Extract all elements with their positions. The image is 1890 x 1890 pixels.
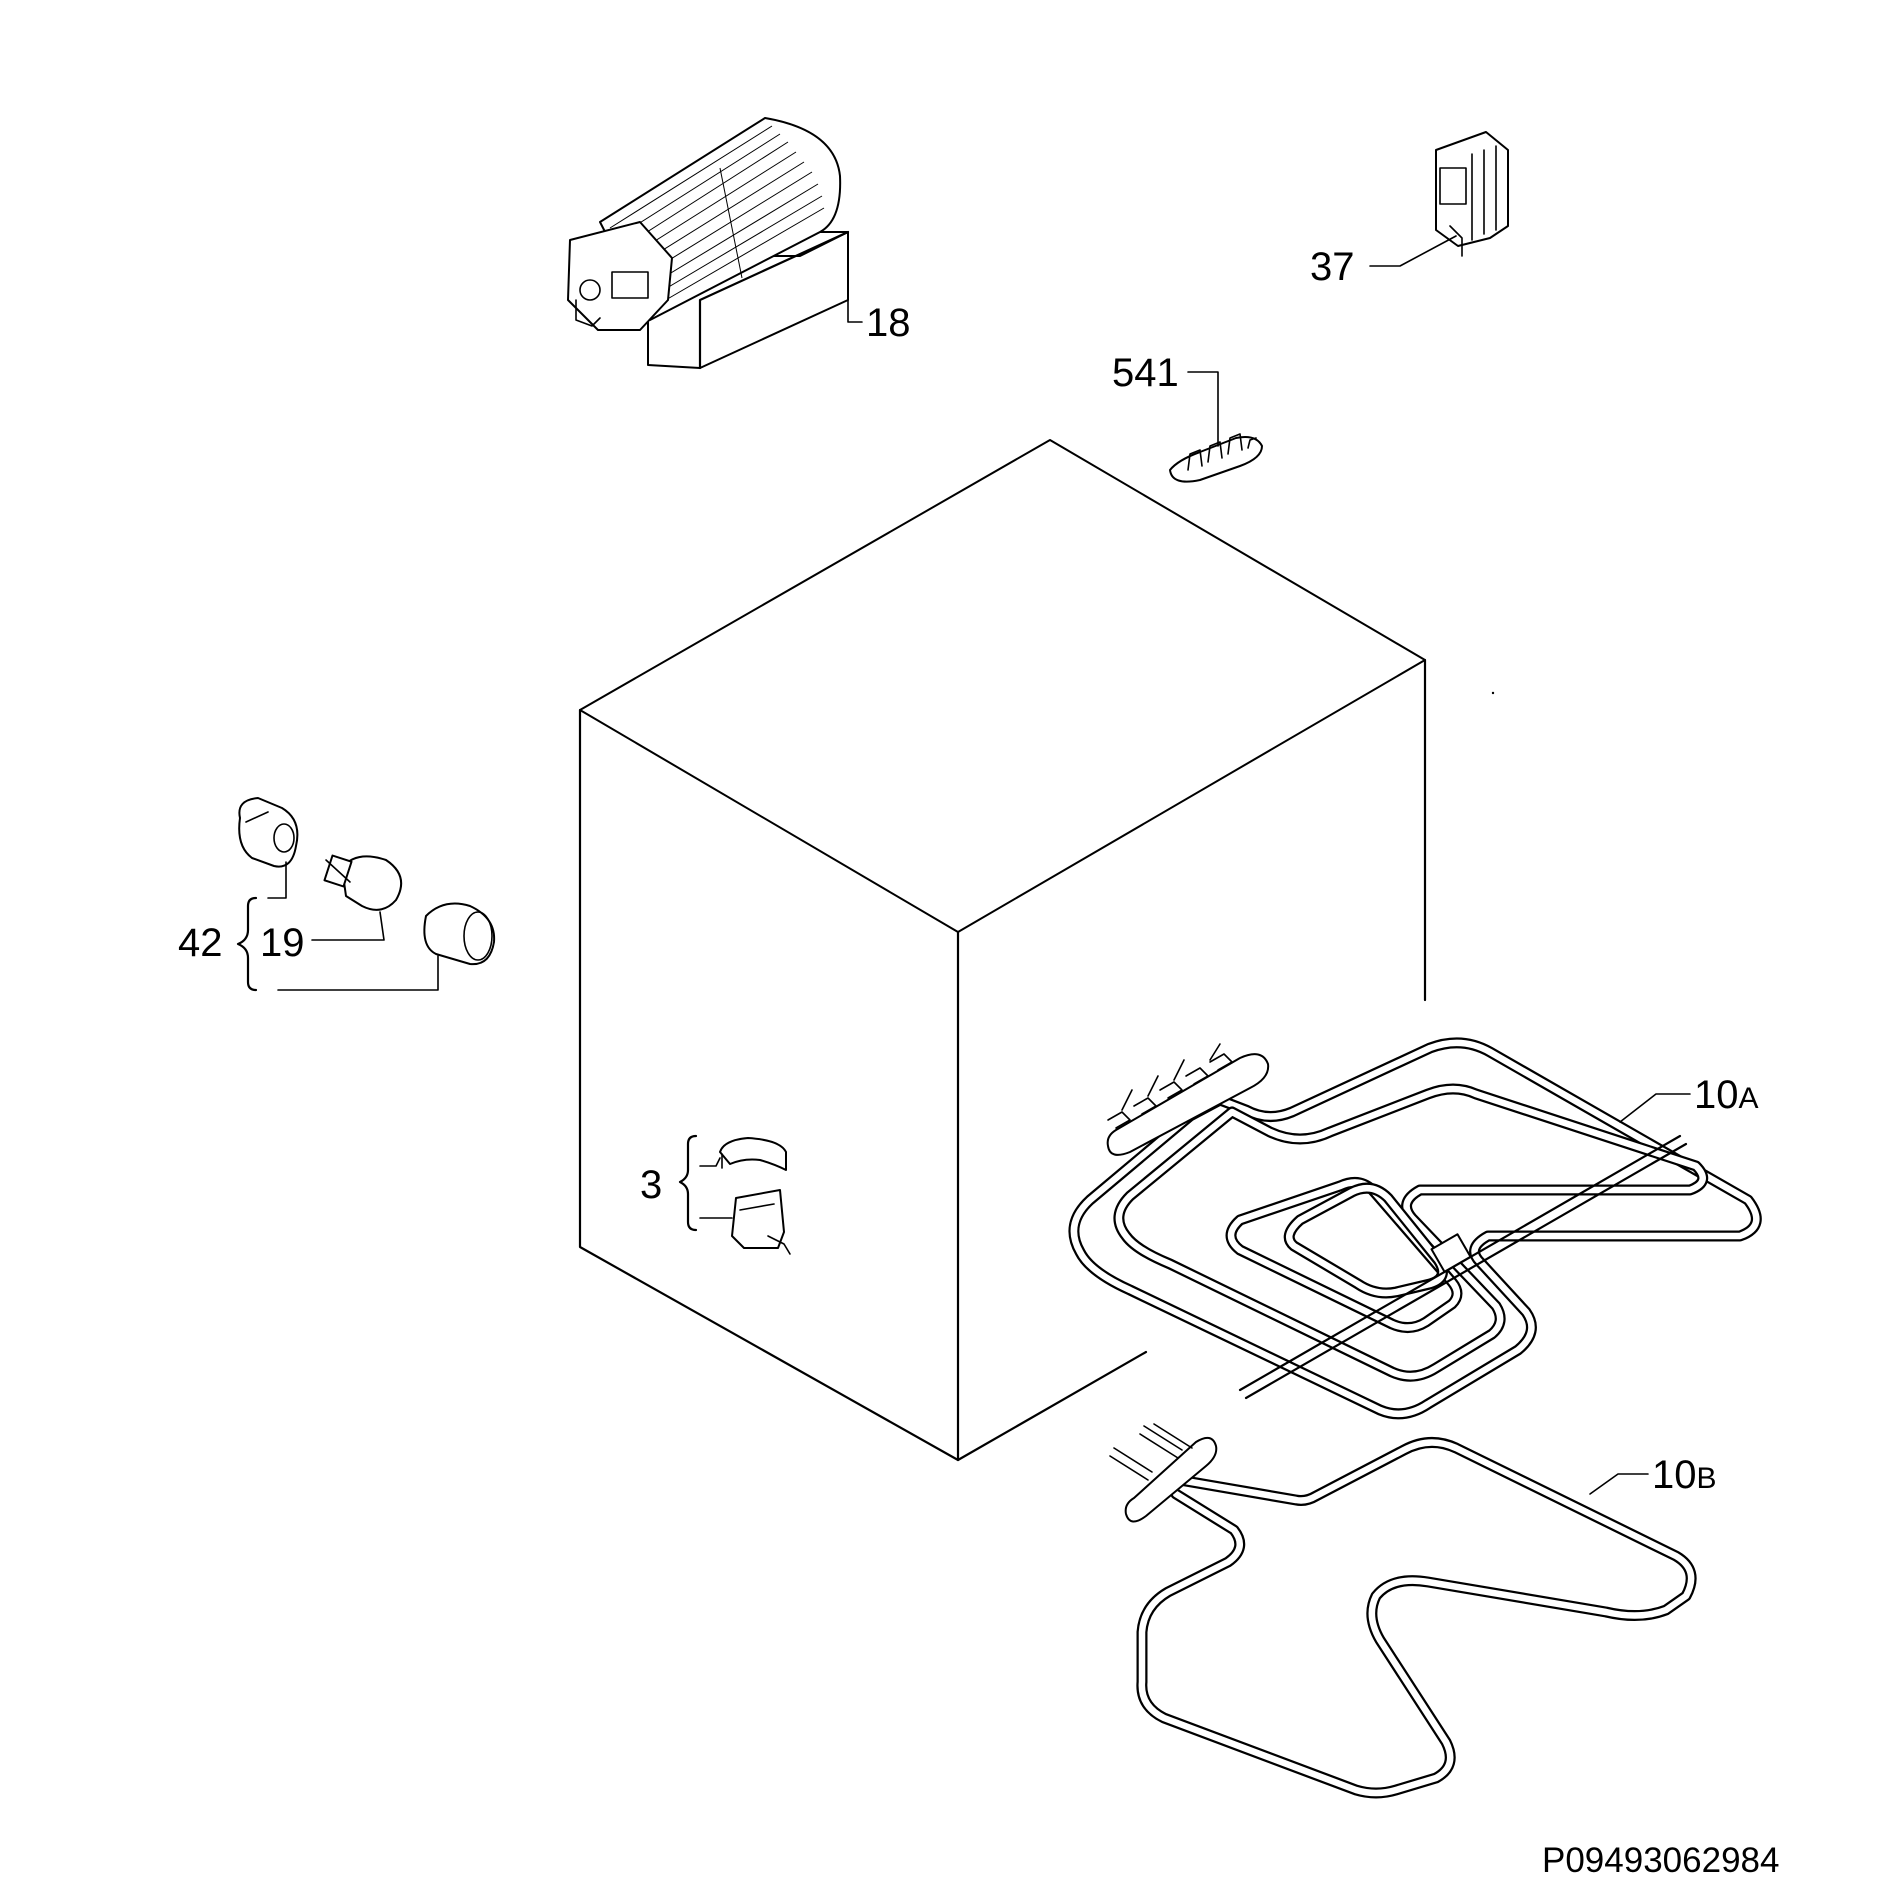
thermostat-front xyxy=(1439,167,1467,205)
fan-motor-part: 18 xyxy=(567,117,911,370)
callout-42: 42 xyxy=(178,921,223,965)
lower-element-terminals xyxy=(1109,1423,1193,1481)
upper-heating-element-part: 10A xyxy=(1068,1037,1762,1420)
lamp-brace xyxy=(236,896,258,992)
fan-motor-body xyxy=(567,221,673,331)
lamp-holder-leader xyxy=(267,861,287,899)
lamp-holder xyxy=(238,797,299,868)
callout-10b: 10B xyxy=(1652,1453,1717,1497)
callout-10a-num: 10 xyxy=(1694,1073,1739,1117)
upper-element-sensor xyxy=(1430,1233,1472,1273)
lamp-bulb-thread xyxy=(325,859,351,883)
upper-element-support-bar-b xyxy=(1244,1142,1688,1400)
fan-blades xyxy=(609,125,825,309)
fan-housing-edge xyxy=(698,230,850,370)
thermostat-tab xyxy=(1449,225,1463,257)
clip-group-part: 3 xyxy=(640,1134,791,1255)
upper-element-middle-loop-inner xyxy=(1115,1085,1706,1380)
callout-18: 18 xyxy=(866,301,911,345)
lamp-cover-leader xyxy=(277,955,439,991)
lamp-holder-ridge xyxy=(245,811,269,823)
upper-element-mounting-plate xyxy=(1106,1053,1270,1156)
upper-element-leader xyxy=(1619,1093,1691,1123)
upper-element-terminals xyxy=(1107,1043,1233,1129)
fan-motor-terminal xyxy=(611,271,649,299)
thermostat-leader xyxy=(1369,235,1457,267)
lower-element-mounting-plate xyxy=(1124,1436,1218,1523)
lamp-bulb-leader xyxy=(311,911,385,941)
clip-lower-foot xyxy=(767,1235,791,1255)
oven-cavity xyxy=(578,439,1495,1462)
clip-brace xyxy=(678,1134,698,1232)
clip-lower-slot xyxy=(739,1203,775,1211)
callout-10b-suffix: B xyxy=(1697,1462,1717,1495)
terminal-block-screws xyxy=(1187,433,1257,471)
callout-10b-num: 10 xyxy=(1652,1453,1697,1497)
cavity-top-face xyxy=(579,439,1426,933)
cavity-left-face xyxy=(578,708,960,1462)
fan-motor-shaft xyxy=(579,279,601,301)
lower-element-leader xyxy=(1589,1473,1649,1495)
terminal-block-part: 541 xyxy=(1112,351,1263,483)
clip-upper xyxy=(719,1137,787,1171)
clip-upper-leader xyxy=(699,1157,721,1167)
upper-element-core-loop-inner xyxy=(1285,1184,1446,1297)
terminal-block-leader xyxy=(1187,371,1219,447)
lower-heating-element-part: 10B xyxy=(1109,1423,1717,1799)
cavity-bottom-right-edge xyxy=(956,1350,1148,1462)
callout-3: 3 xyxy=(640,1163,662,1207)
lamp-assembly-part: 19 42 xyxy=(178,797,496,992)
callout-10a-suffix: A xyxy=(1739,1082,1759,1115)
upper-element-outer-loop-inner xyxy=(1070,1039,1760,1418)
callout-541: 541 xyxy=(1112,351,1179,395)
lamp-holder-socket xyxy=(273,823,295,853)
lamp-cover xyxy=(423,902,496,966)
fan-motor-mount xyxy=(575,299,601,327)
fan-motor-leader xyxy=(847,295,863,323)
lower-element-loop-inner xyxy=(1138,1439,1695,1797)
stray-dot xyxy=(1491,691,1495,695)
thermostat-part: 37 xyxy=(1310,131,1509,289)
callout-37: 37 xyxy=(1310,245,1355,289)
callout-10a: 10A xyxy=(1694,1073,1759,1117)
diagram-reference-code: P09493062984 xyxy=(1542,1841,1779,1880)
lamp-cover-lens xyxy=(463,911,493,961)
lamp-bulb xyxy=(341,855,403,911)
callout-19: 19 xyxy=(260,921,305,965)
